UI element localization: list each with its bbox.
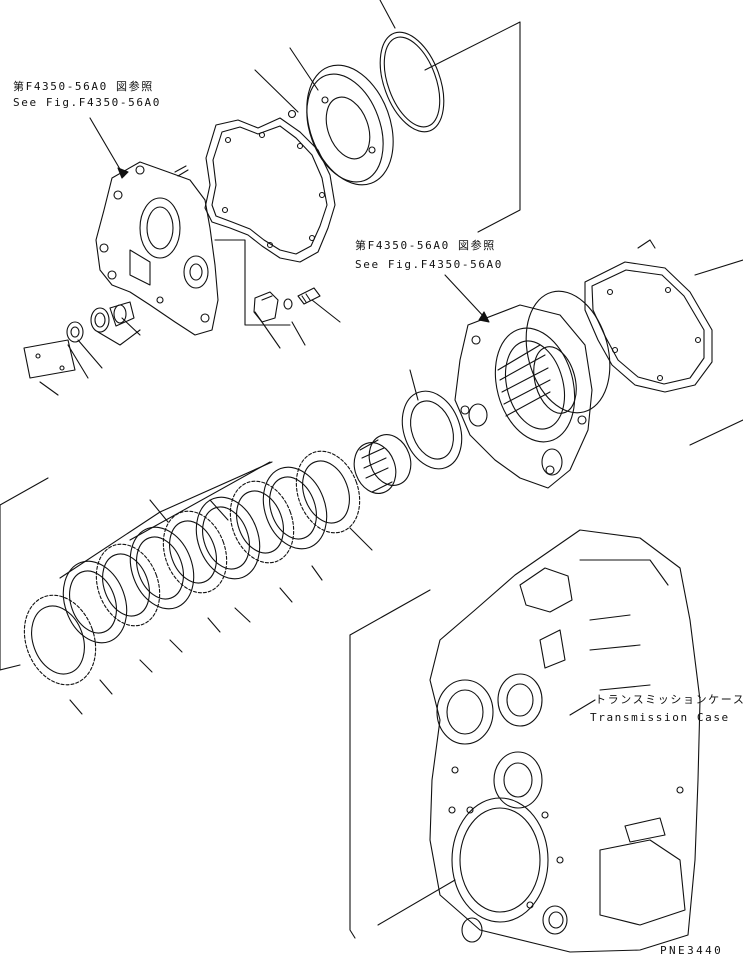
pump-cover [95, 161, 219, 336]
reference-note-top-left-jp: 第F4350-56A0 図参照 [13, 80, 154, 93]
housing-gasket [584, 239, 713, 393]
reference-note-middle-jp: 第F4350-56A0 図参照 [355, 239, 496, 252]
transmission-case [429, 529, 701, 953]
thrust-washer [401, 390, 463, 470]
piston-disc [287, 64, 394, 186]
clutch-housing [454, 304, 593, 489]
seal-ring [525, 290, 611, 414]
drawing-code: PNE3440 [660, 944, 724, 957]
reference-note-top-left-en: See Fig.F4350-56A0 [13, 96, 162, 109]
transmission-case-label-en: Transmission Case [590, 711, 730, 724]
transmission-case-label-jp: トランスミッションケース [595, 693, 743, 706]
shaft-parts [23, 301, 135, 379]
reference-note-middle-en: See Fig.F4350-56A0 [355, 258, 504, 271]
clutch-plate-stack [23, 450, 361, 686]
bolt-and-washer [283, 287, 321, 310]
cover-gasket [204, 117, 336, 263]
snap-ring [379, 31, 445, 133]
needle-bearing [353, 434, 412, 494]
lock-plate [253, 291, 279, 323]
